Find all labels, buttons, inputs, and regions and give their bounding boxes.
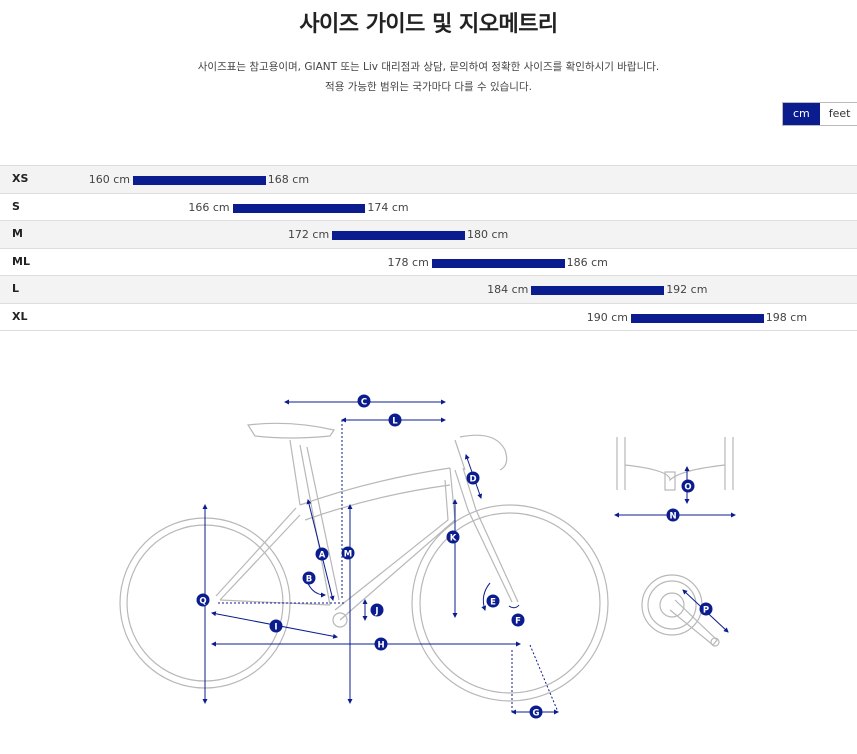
size-max-label: 180 cm bbox=[467, 228, 509, 241]
size-row-xl: XL 190 cm 198 cm bbox=[0, 302, 857, 331]
geometry-label-d: D bbox=[466, 471, 480, 485]
size-min-label: 166 cm bbox=[188, 200, 230, 214]
size-label: XL bbox=[12, 309, 28, 323]
svg-text:A: A bbox=[319, 550, 326, 560]
size-max-label: 168 cm bbox=[267, 173, 310, 186]
size-max-label: 186 cm bbox=[566, 255, 608, 269]
svg-text:E: E bbox=[490, 597, 496, 607]
geometry-label-h: H bbox=[374, 637, 388, 651]
size-max-label: 174 cm bbox=[367, 200, 409, 214]
size-row-ml: ML 178 cm 186 cm bbox=[0, 247, 857, 275]
size-min-label: 160 cm bbox=[88, 173, 130, 186]
top-tube-2 bbox=[304, 484, 451, 521]
size-label: M bbox=[12, 227, 23, 240]
size-row-xs: XS 160 cm 168 cm bbox=[0, 165, 857, 193]
down-tube bbox=[339, 467, 456, 621]
geometry-label-k: K bbox=[446, 530, 460, 544]
geometry-label-f: F bbox=[511, 613, 525, 627]
front-wheel-inner bbox=[419, 512, 601, 694]
svg-text:M: M bbox=[344, 549, 352, 559]
size-min-label: 172 cm bbox=[287, 228, 330, 241]
svg-text:Q: Q bbox=[199, 596, 206, 606]
handlebar-diagram bbox=[616, 437, 734, 491]
seatpost bbox=[289, 439, 301, 506]
svg-text:O: O bbox=[684, 482, 691, 492]
svg-text:C: C bbox=[361, 397, 367, 407]
svg-text:I: I bbox=[274, 622, 277, 632]
description-line-2: 적용 가능한 범위는 국가마다 다를 수 있습니다. bbox=[325, 81, 532, 93]
unit-feet-button[interactable]: feet bbox=[819, 103, 857, 125]
svg-text:L: L bbox=[392, 416, 398, 426]
size-label: ML bbox=[12, 254, 30, 268]
size-max-label: 198 cm bbox=[765, 310, 808, 324]
down-tube-2 bbox=[334, 479, 449, 611]
size-range-bar bbox=[531, 286, 665, 295]
size-range-bar bbox=[631, 313, 764, 323]
geometry-label-c: C bbox=[357, 394, 371, 408]
svg-text:P: P bbox=[703, 605, 709, 615]
handlebar bbox=[459, 434, 508, 471]
svg-text:B: B bbox=[306, 574, 312, 584]
geometry-label-q: Q bbox=[196, 593, 210, 607]
size-min-label: 190 cm bbox=[586, 310, 628, 324]
svg-text:D: D bbox=[469, 474, 476, 484]
size-range-bar bbox=[232, 203, 366, 213]
seatstay-2 bbox=[215, 507, 297, 597]
size-row-m: M 172 cm 180 cm bbox=[0, 220, 857, 248]
svg-text:K: K bbox=[450, 533, 457, 543]
svg-text:N: N bbox=[669, 511, 676, 521]
geometry-label-p: P bbox=[699, 602, 713, 616]
size-range-bar bbox=[431, 258, 565, 268]
seatstay bbox=[219, 514, 301, 601]
size-row-l: L 184 cm 192 cm bbox=[0, 275, 857, 303]
stem bbox=[454, 439, 466, 471]
size-max-label: 192 cm bbox=[666, 283, 708, 296]
bike-outline bbox=[119, 422, 609, 702]
size-min-label: 178 cm bbox=[387, 255, 429, 269]
size-chart: XS 160 cm 168 cm S 166 cm 174 cm M 172 cm 180 cm… bbox=[0, 165, 857, 331]
size-label: S bbox=[12, 199, 20, 213]
size-range-bar bbox=[332, 231, 465, 240]
unit-cm-button[interactable]: cm bbox=[783, 103, 820, 125]
svg-text:J: J bbox=[374, 606, 378, 616]
geometry-label-m: M bbox=[341, 546, 355, 560]
dimension-lines bbox=[202, 399, 559, 715]
size-label: XS bbox=[12, 172, 29, 185]
size-min-label: 184 cm bbox=[487, 283, 529, 296]
size-label: L bbox=[12, 282, 20, 295]
geometry-label-n: N bbox=[666, 508, 680, 522]
geometry-label-l: L bbox=[388, 413, 402, 427]
geometry-label-j: J bbox=[370, 603, 384, 617]
geometry-label-i: I bbox=[269, 619, 283, 633]
geometry-label-g: G bbox=[529, 705, 543, 719]
front-wheel-outer bbox=[411, 504, 609, 702]
fork-2 bbox=[462, 467, 519, 603]
svg-text:G: G bbox=[533, 708, 540, 718]
size-range-bar bbox=[133, 176, 266, 185]
saddle bbox=[246, 422, 335, 439]
unit-toggle: cm feet bbox=[782, 102, 857, 126]
size-row-s: S 166 cm 174 cm bbox=[0, 192, 857, 220]
geometry-diagram: A B C D E F G H I J K L M N O P Q bbox=[119, 394, 736, 719]
geometry-label-e: E bbox=[486, 594, 500, 608]
geometry-label-b: B bbox=[302, 571, 316, 585]
description-line-1: 사이즈표는 참고용이며, GIANT 또는 Liv 대리점과 상담, 문의하여 … bbox=[197, 61, 660, 73]
svg-text:F: F bbox=[515, 616, 521, 626]
page-title: 사이즈 가이드 및 지오메트리 bbox=[299, 12, 558, 37]
fork bbox=[454, 469, 513, 603]
svg-text:H: H bbox=[377, 640, 384, 650]
geometry-label-o: O bbox=[681, 479, 695, 493]
geometry-label-a: A bbox=[315, 547, 329, 561]
